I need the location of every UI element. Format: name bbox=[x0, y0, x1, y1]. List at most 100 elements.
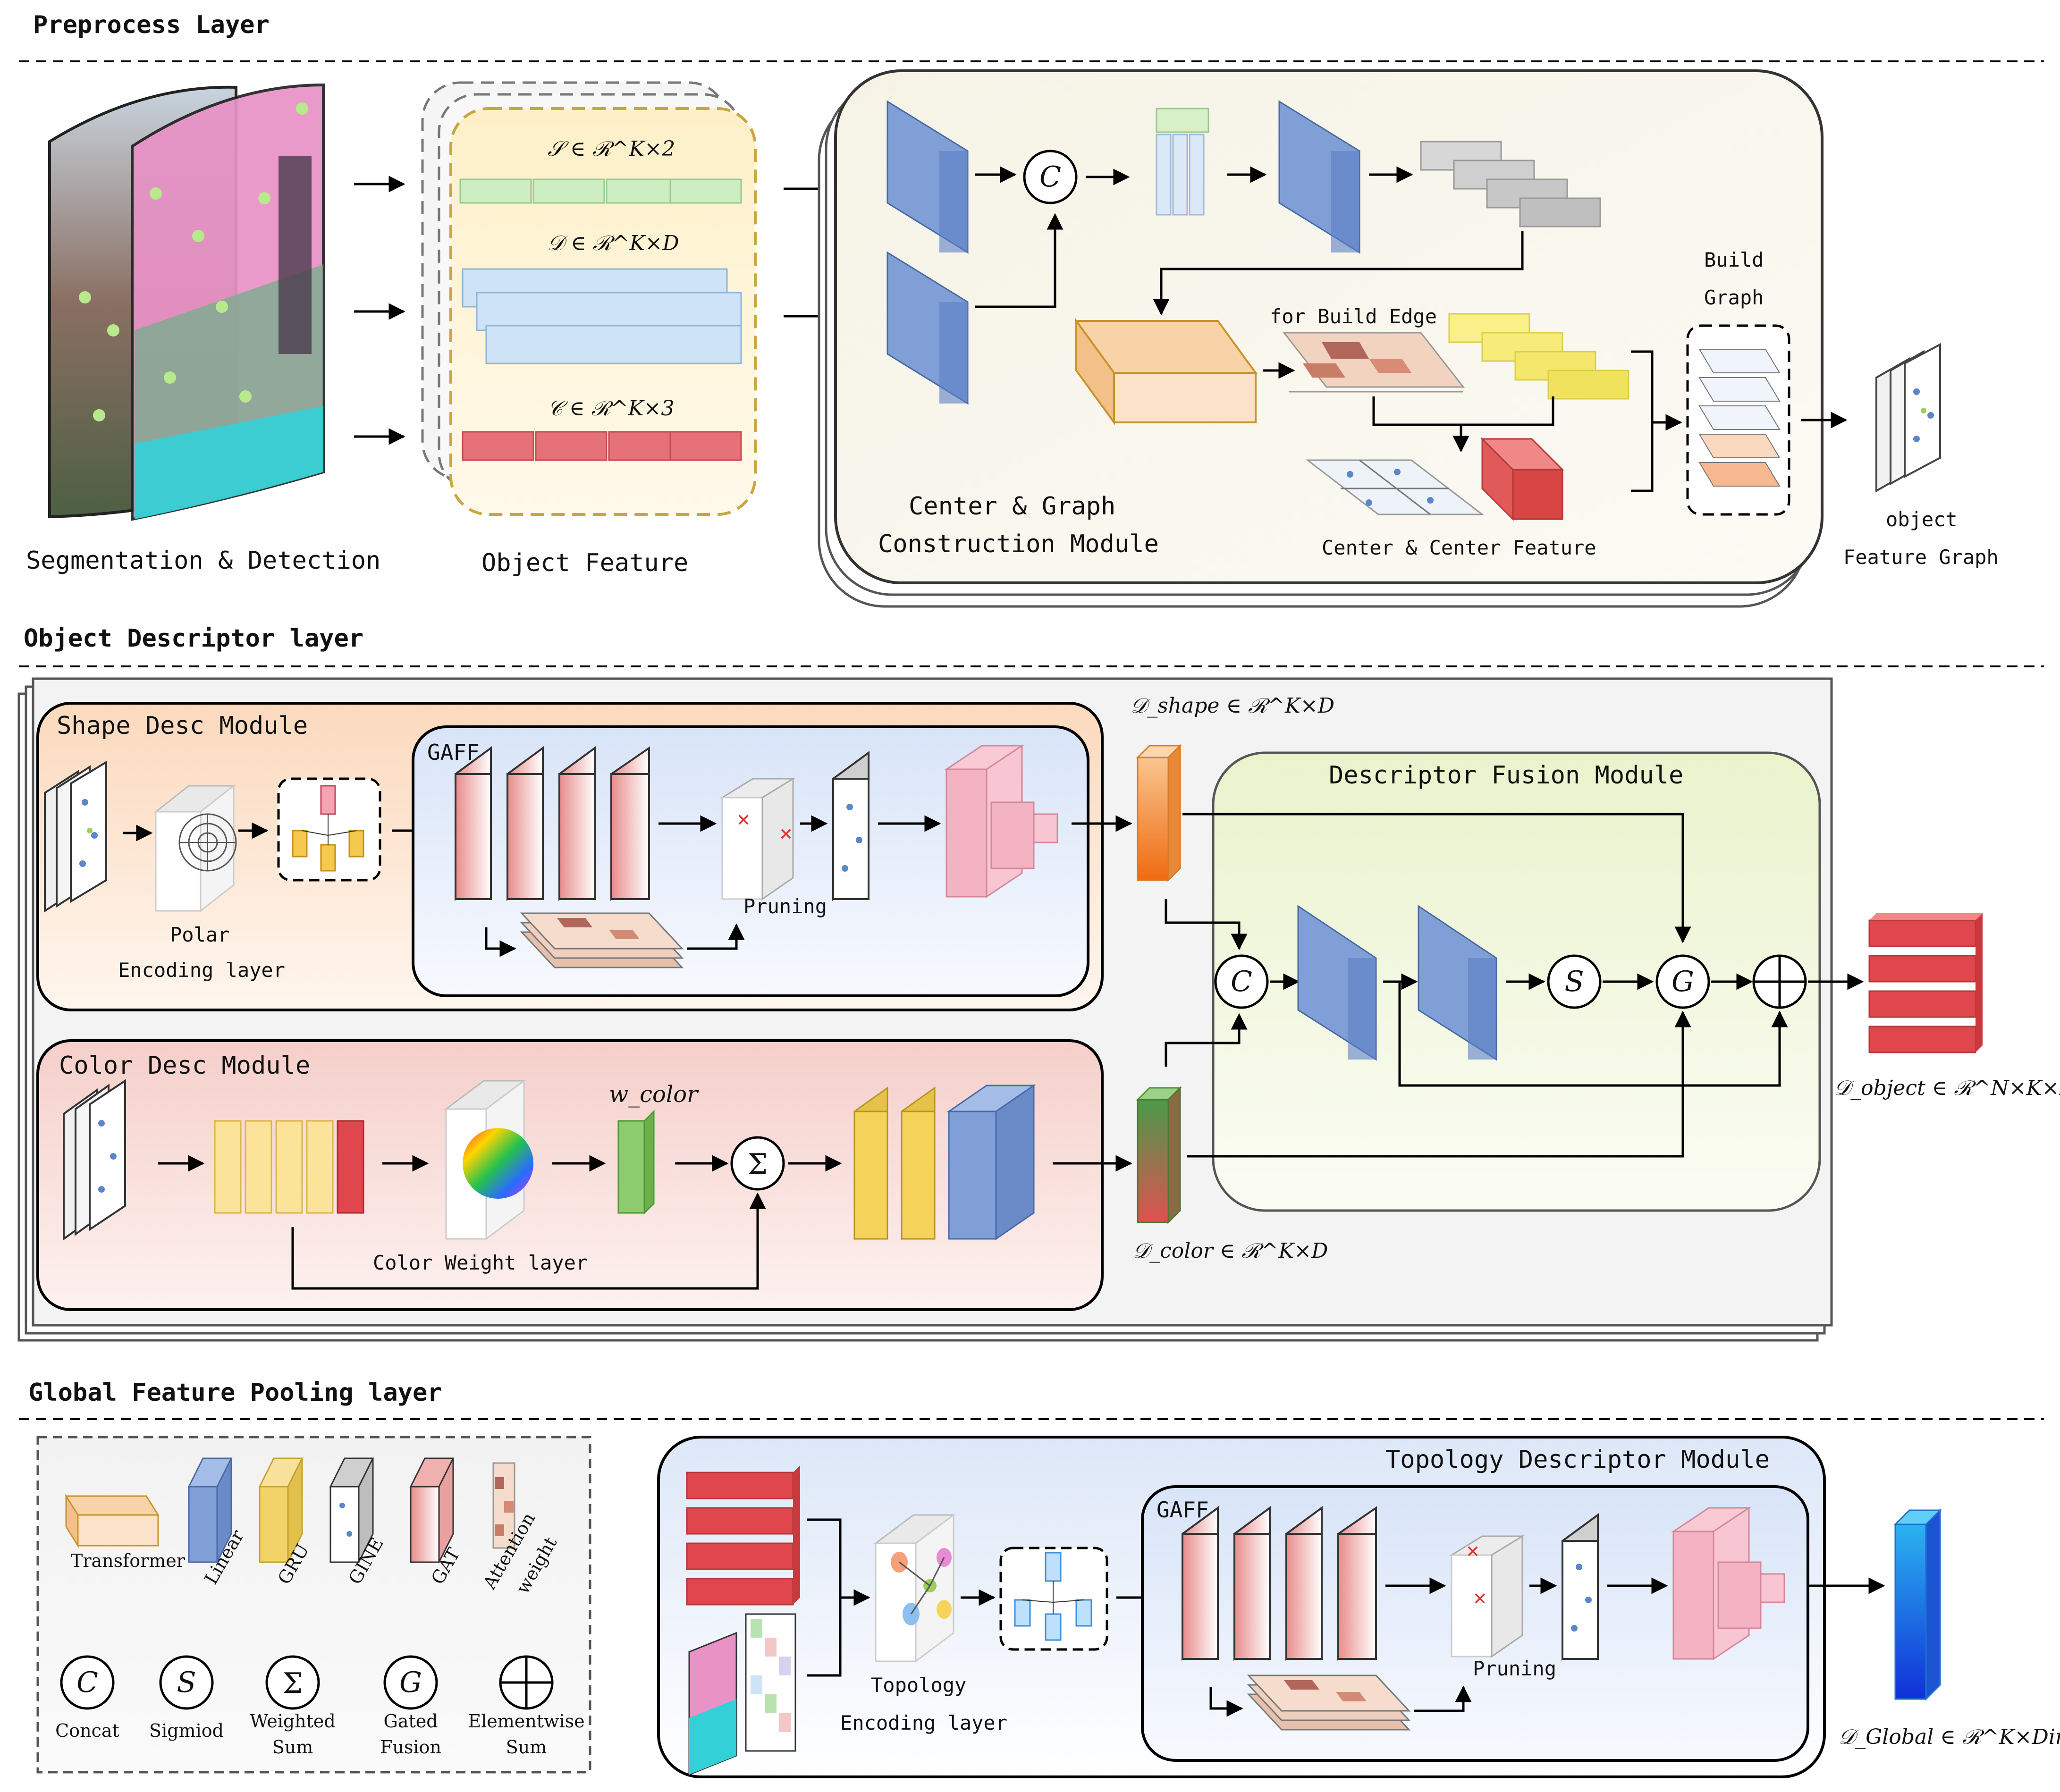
legend-sigmoid-icon: S bbox=[159, 1655, 214, 1710]
color-module-title: Color Desc Module bbox=[59, 1052, 310, 1080]
legend-sigmoid-label: Sigmiod bbox=[149, 1720, 224, 1741]
concat-operator-preprocess: C bbox=[1023, 150, 1078, 204]
legend-elementwise-icon bbox=[499, 1655, 554, 1710]
arrow-dcolor-to-gated bbox=[1187, 1010, 1691, 1158]
color-input-graph-stack bbox=[63, 1079, 126, 1241]
arrow-gru-skip-to-sum bbox=[291, 1192, 766, 1290]
svg-text:S: S bbox=[177, 1666, 196, 1699]
polar-label-line2: Encoding layer bbox=[118, 959, 285, 982]
color-desc-module bbox=[36, 1039, 1104, 1311]
d-global-bar bbox=[1893, 1508, 1942, 1701]
gaff-attention-maps-shape bbox=[520, 912, 684, 968]
legend-concat-icon: C bbox=[60, 1655, 115, 1710]
legend-gated-label-line1: Gated bbox=[383, 1711, 438, 1732]
attention-weight-map-preprocess bbox=[1282, 332, 1465, 393]
object-feature-graph-stack bbox=[1875, 343, 1941, 493]
cgc-module-label-line2: Construction Module bbox=[878, 530, 1159, 558]
pruning-label-global: Pruning bbox=[1473, 1657, 1556, 1680]
svg-text:Σ: Σ bbox=[283, 1667, 303, 1700]
legend-concat-label: Concat bbox=[55, 1720, 119, 1741]
legend-weighted-label-line2: Sum bbox=[272, 1737, 313, 1758]
topology-label-line2: Encoding layer bbox=[840, 1711, 1007, 1734]
object-section-title: Object Descriptor layer bbox=[24, 624, 363, 653]
legend-linear-icon bbox=[187, 1457, 233, 1563]
pruning-graph-shape: ✕ ✕ bbox=[719, 777, 796, 900]
object-graph-label-line2: Feature Graph bbox=[1843, 546, 1999, 569]
legend-gated-label-line2: Fusion bbox=[380, 1737, 441, 1758]
legend-gated-icon: G bbox=[383, 1655, 438, 1710]
topology-image-and-grid bbox=[688, 1613, 796, 1776]
svg-text:C: C bbox=[1231, 965, 1252, 998]
svg-text:S: S bbox=[1564, 965, 1584, 998]
build-graph-box bbox=[1686, 324, 1790, 516]
topology-pooling-block bbox=[999, 1547, 1108, 1651]
gru-red-stack-color bbox=[214, 1120, 364, 1214]
cgc-module-label-line1: Center & Graph bbox=[909, 492, 1115, 521]
object-graph-label-line1: object bbox=[1886, 508, 1958, 531]
w-color-bar bbox=[617, 1110, 655, 1215]
sigmoid-operator: S bbox=[1547, 954, 1602, 1009]
gaff-attention-maps-global bbox=[1247, 1674, 1411, 1731]
legend-elementwise-label-line2: Sum bbox=[506, 1737, 547, 1758]
gat-layer-stack-shape bbox=[455, 746, 650, 901]
fusion-module-title: Descriptor Fusion Module bbox=[1329, 761, 1683, 790]
polar-label-line1: Polar bbox=[170, 923, 229, 946]
topology-object-stack bbox=[686, 1465, 800, 1606]
topology-module-title: Topology Descriptor Module bbox=[1385, 1446, 1770, 1474]
d-color-bar bbox=[1136, 1086, 1182, 1224]
elementwise-sum-operator bbox=[1752, 954, 1807, 1009]
d-shape-label: 𝒟_shape ∈ ℛ^K×D bbox=[1131, 694, 1334, 718]
linear-block-fusion-2 bbox=[1418, 905, 1497, 1061]
concat-operator-fusion: C bbox=[1214, 954, 1269, 1009]
d-shape-bar bbox=[1136, 744, 1182, 882]
w-color-label: w_color bbox=[609, 1081, 699, 1108]
pruning-graph-global: ✕ ✕ bbox=[1449, 1535, 1525, 1658]
svg-text:C: C bbox=[1039, 160, 1061, 194]
color-weight-label: Color Weight layer bbox=[373, 1251, 588, 1274]
arrow-gaff-loop-in-shape bbox=[485, 927, 516, 957]
color-feature-bars bbox=[462, 431, 742, 461]
linear-block-third bbox=[1278, 100, 1360, 254]
legend-weighted-label-line1: Weighted bbox=[250, 1711, 335, 1732]
legend-attention-icon bbox=[492, 1462, 515, 1549]
object-feature-label: Object Feature bbox=[481, 549, 688, 577]
gine-layer-shape bbox=[832, 751, 870, 901]
linear-block-fusion-1 bbox=[1297, 905, 1377, 1061]
svg-text:✕: ✕ bbox=[736, 811, 751, 830]
svg-text:✕: ✕ bbox=[1473, 1590, 1487, 1609]
legend-gine-icon bbox=[329, 1457, 374, 1563]
arrow-linear-bottom-to-concat bbox=[975, 213, 1064, 308]
build-edge-label: for Build Edge bbox=[1270, 305, 1437, 328]
pink-pooling-global bbox=[1671, 1506, 1785, 1660]
arrow-merge-to-center bbox=[1372, 396, 1554, 426]
color-wheel-block bbox=[444, 1079, 533, 1240]
arrow-dshape-to-concat bbox=[1165, 899, 1248, 951]
d-global-label: 𝒟_Global ∈ ℛ^K×Dim bbox=[1839, 1725, 2060, 1749]
gru-linear-blocks-color bbox=[853, 1084, 1036, 1240]
build-graph-label-line1: Build bbox=[1704, 248, 1764, 271]
legend-elementwise-label-line1: Elementwise bbox=[468, 1711, 584, 1732]
stacked-columns-block bbox=[1156, 108, 1209, 216]
center-feature-bar bbox=[1480, 437, 1564, 521]
center-map bbox=[1305, 459, 1485, 515]
transformer-block-preprocess bbox=[1074, 318, 1258, 426]
d-object-stack bbox=[1868, 913, 1983, 1053]
segmentation-image-stack bbox=[48, 83, 325, 521]
shape-module-title: Shape Desc Module bbox=[57, 712, 308, 740]
desc-feature-bars bbox=[462, 268, 742, 364]
svg-text:G: G bbox=[1672, 965, 1694, 998]
arrow-dcolor-to-concat bbox=[1165, 1013, 1248, 1067]
shape-formula: 𝒮 ∈ ℛ^K×2 bbox=[548, 137, 675, 161]
segmentation-label: Segmentation & Detection bbox=[26, 547, 380, 575]
legend-transformer-icon bbox=[65, 1493, 160, 1548]
gray-feature-stack bbox=[1420, 141, 1601, 227]
weighted-sum-operator-color: Σ bbox=[730, 1136, 785, 1191]
svg-text:✕: ✕ bbox=[779, 825, 793, 844]
pruning-label-shape: Pruning bbox=[743, 895, 827, 918]
legend-transformer-label: Transformer bbox=[71, 1550, 186, 1571]
gated-fusion-operator: G bbox=[1655, 954, 1710, 1009]
center-feature-label: Center & Center Feature bbox=[1322, 536, 1596, 559]
gat-layer-stack-global bbox=[1182, 1506, 1377, 1661]
linear-block-bottom bbox=[886, 251, 969, 405]
